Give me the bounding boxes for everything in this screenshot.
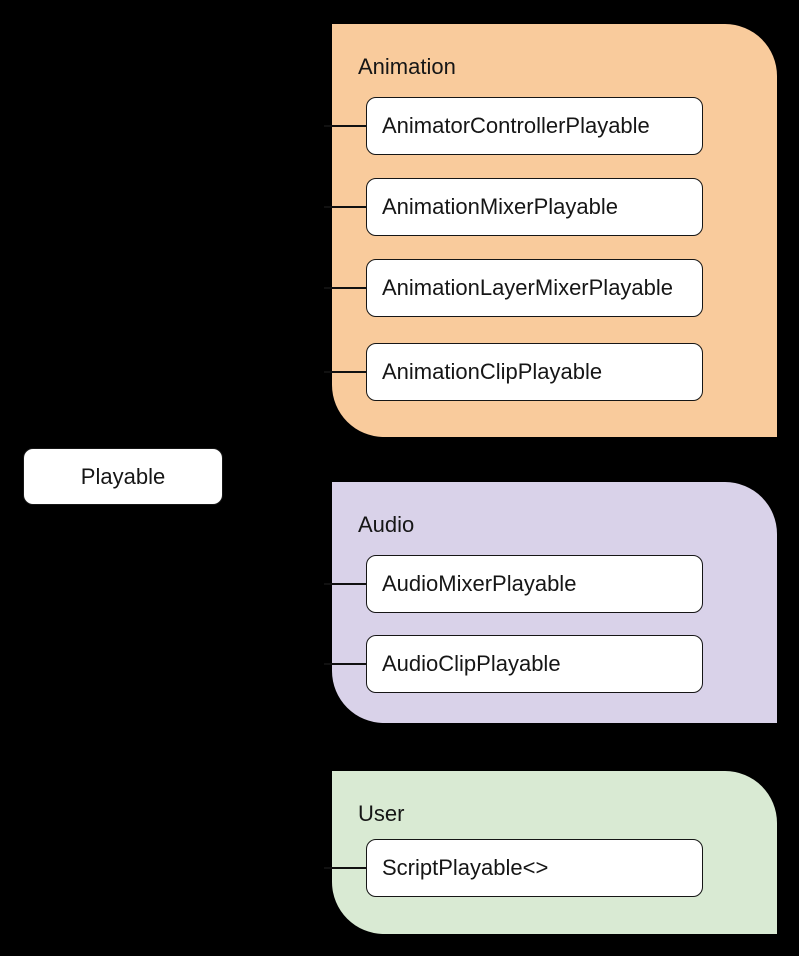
group-audio: Audio AudioMixerPlayable AudioClipPlayab… (332, 482, 777, 723)
node-animation-layer-mixer-playable: AnimationLayerMixerPlayable (366, 259, 703, 317)
connector-animator-controller-playable (324, 125, 366, 127)
group-user-label: User (358, 801, 405, 826)
connector-animation-mixer-playable (324, 206, 366, 208)
connector-animation-clip-playable (324, 371, 366, 373)
node-label: AudioClipPlayable (382, 651, 561, 676)
node-animator-controller-playable: AnimatorControllerPlayable (366, 97, 703, 155)
node-audio-mixer-playable: AudioMixerPlayable (366, 555, 703, 613)
group-audio-label: Audio (358, 512, 415, 537)
node-label: AnimationClipPlayable (382, 359, 603, 384)
node-label: AnimationMixerPlayable (382, 194, 618, 219)
node-playable: Playable (23, 448, 223, 505)
node-animation-mixer-playable: AnimationMixerPlayable (366, 178, 703, 236)
connector-animation-layer-mixer-playable (324, 287, 366, 289)
node-audio-clip-playable: AudioClipPlayable (366, 635, 703, 693)
group-animation: Animation AnimatorControllerPlayable Ani… (332, 24, 777, 437)
node-label: AudioMixerPlayable (382, 571, 577, 596)
node-label: AnimationLayerMixerPlayable (382, 275, 674, 300)
connector-audio-mixer-playable (324, 583, 366, 585)
connector-script-playable (324, 867, 366, 869)
node-label: ScriptPlayable<> (382, 855, 549, 880)
connector-audio-clip-playable (324, 663, 366, 665)
node-script-playable: ScriptPlayable<> (366, 839, 703, 897)
node-label: AnimatorControllerPlayable (382, 113, 650, 138)
node-animation-clip-playable: AnimationClipPlayable (366, 343, 703, 401)
group-animation-label: Animation (358, 54, 456, 79)
node-playable-label: Playable (80, 463, 166, 489)
group-user: User ScriptPlayable<> (332, 771, 777, 934)
